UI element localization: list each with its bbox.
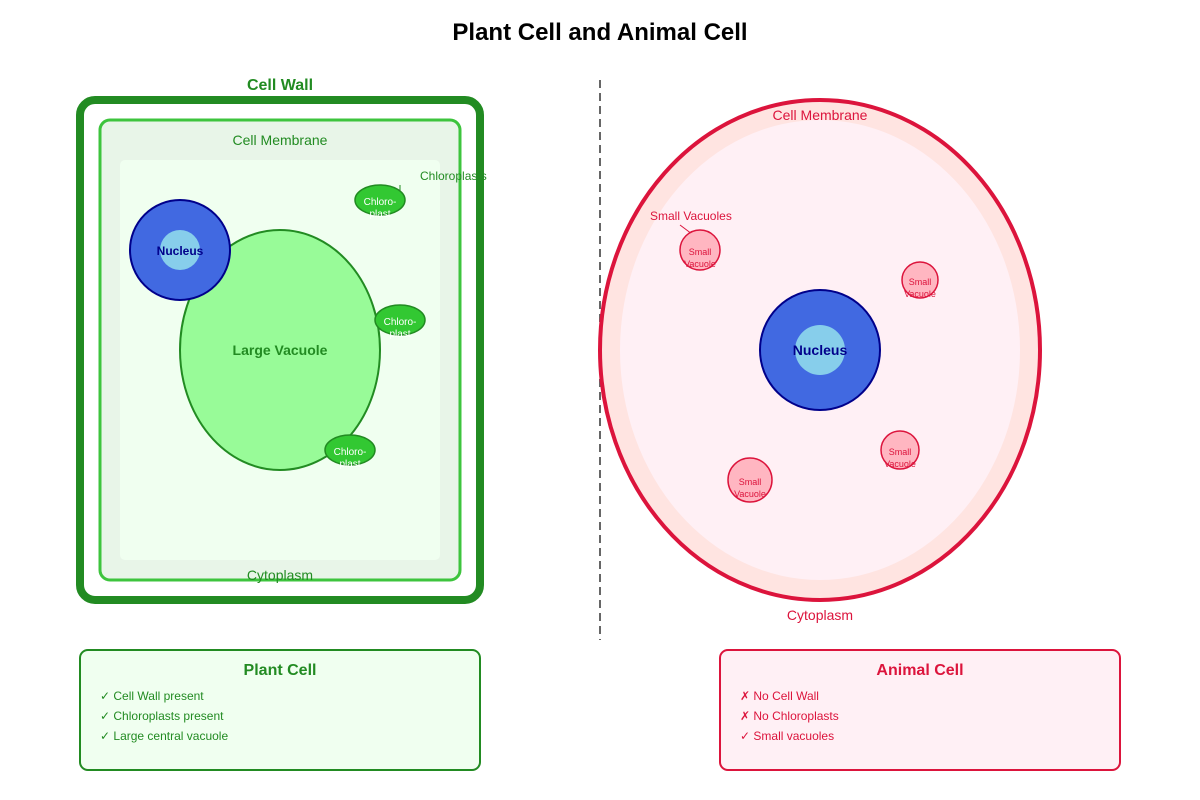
plant-box-title: Plant Cell xyxy=(244,662,317,679)
animal-nucleus-label: Nucleus xyxy=(793,342,848,358)
large-vacuole xyxy=(179,229,381,471)
plant-membrane-label: Cell Membrane xyxy=(233,132,328,148)
plant-nucleolus xyxy=(160,230,200,270)
svg-text:Chloro-: Chloro- xyxy=(384,317,417,328)
svg-text:plast: plast xyxy=(369,209,390,220)
small-vacuole: Small Vacuole xyxy=(901,261,939,299)
svg-text:plast: plast xyxy=(339,459,360,470)
svg-text:Vacuole: Vacuole xyxy=(904,289,936,299)
svg-text:Small: Small xyxy=(889,447,912,457)
animal-box-title: Animal Cell xyxy=(876,662,963,679)
animal-box-item: ✓ Small vacuoles xyxy=(740,729,834,743)
svg-text:Small: Small xyxy=(689,247,712,257)
plant-cell: Cell Wall Cell Membrane Cytoplasm Large … xyxy=(76,77,487,604)
svg-text:Chloro-: Chloro- xyxy=(364,197,397,208)
animal-membrane-label: Cell Membrane xyxy=(773,107,868,123)
svg-text:Small: Small xyxy=(739,477,762,487)
chloroplast: Chloro- plast xyxy=(374,304,426,340)
animal-box-item: ✗ No Chloroplasts xyxy=(740,709,839,723)
svg-text:Small: Small xyxy=(909,277,932,287)
svg-text:Vacuole: Vacuole xyxy=(884,459,916,469)
svg-text:plast: plast xyxy=(389,329,410,340)
svg-text:Chloro-: Chloro- xyxy=(334,447,367,458)
plant-nucleus-label: Nucleus xyxy=(157,244,204,258)
animal-nucleolus xyxy=(795,325,845,375)
plant-cytoplasm-label: Cytoplasm xyxy=(247,567,313,583)
plant-box-item: ✓ Cell Wall present xyxy=(100,689,204,703)
small-vacuole: Small Vacuole xyxy=(880,430,920,470)
small-vacuole: Small Vacuole xyxy=(679,229,721,271)
plant-box-item: ✓ Large central vacuole xyxy=(100,729,228,743)
chloroplast: Chloro- plast xyxy=(324,434,376,470)
diagram-title: Plant Cell and Animal Cell xyxy=(452,19,747,46)
large-vacuole-label: Large Vacuole xyxy=(233,342,328,358)
svg-text:Vacuole: Vacuole xyxy=(734,489,766,499)
animal-info-box: Animal Cell ✗ No Cell Wall ✗ No Chloropl… xyxy=(719,649,1121,771)
chloroplasts-label: Chloroplasts xyxy=(420,169,487,183)
cell-wall-label: Cell Wall xyxy=(247,77,313,94)
animal-cell: Cell Membrane Cytoplasm Nucleus Small Va… xyxy=(598,98,1042,623)
animal-box-item: ✗ No Cell Wall xyxy=(740,689,819,703)
small-vacuoles-label: Small Vacuoles xyxy=(650,209,732,223)
svg-text:Vacuole: Vacuole xyxy=(684,259,716,269)
plant-box-item: ✓ Chloroplasts present xyxy=(100,709,224,723)
animal-cytoplasm-label: Cytoplasm xyxy=(787,607,853,623)
small-vacuole: Small Vacuole xyxy=(727,457,773,503)
chloroplast: Chloro- plast xyxy=(354,184,406,220)
plant-info-box: Plant Cell ✓ Cell Wall present ✓ Chlorop… xyxy=(79,649,481,771)
